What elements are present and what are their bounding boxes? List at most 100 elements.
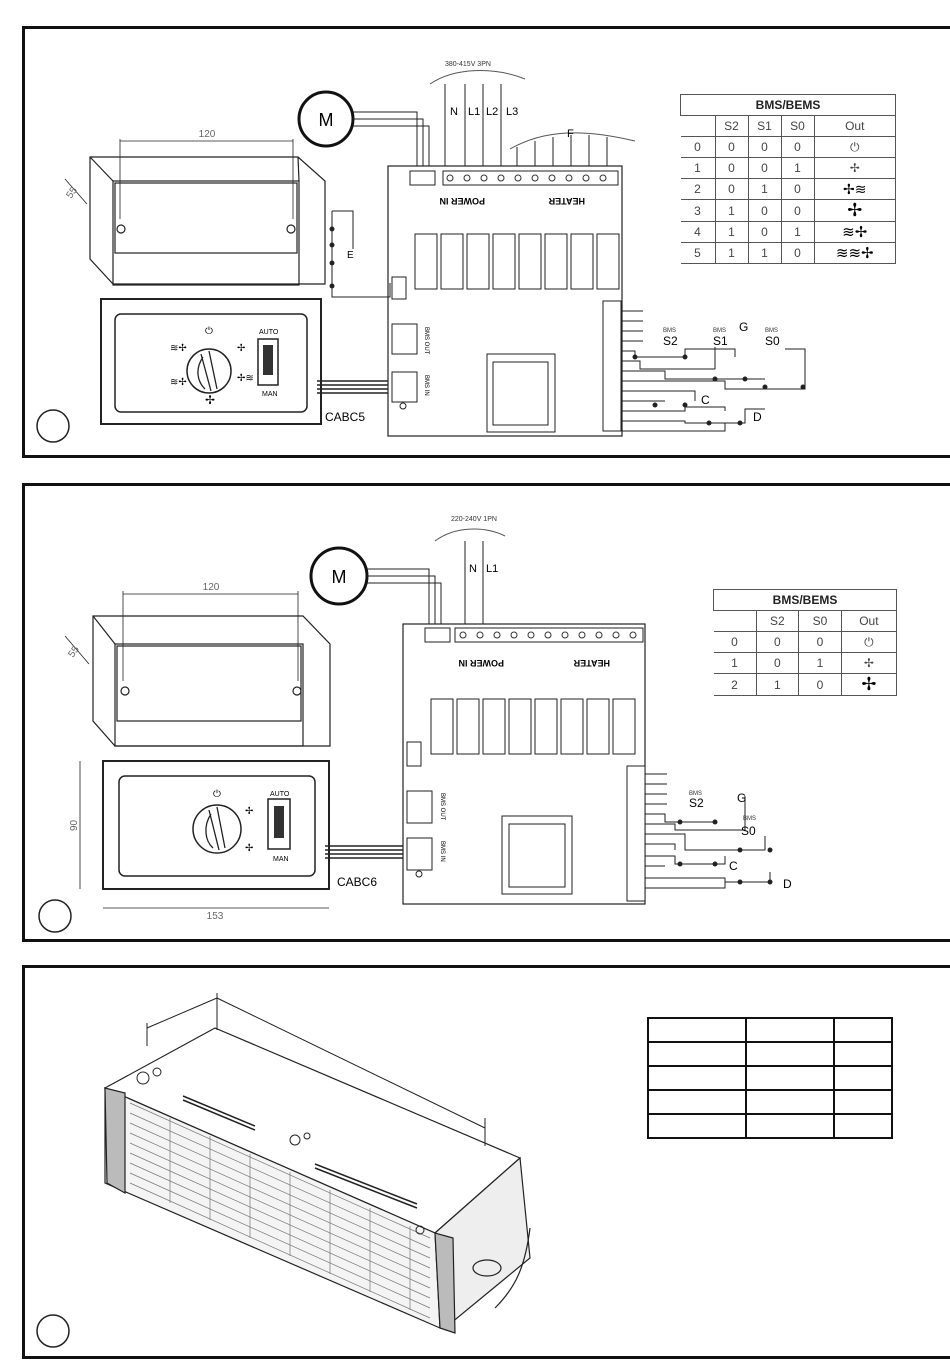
fan-large-icon: ✢ [205,393,215,407]
power-in-label: POWER IN [439,196,485,206]
wiring-diagram-3-phase: 120 55 ⏻ ≋✢ ≋✢ ✢ ✢≋ ✢ AUTO MAN CABC5 [36,61,806,443]
table-row [647,1041,893,1067]
bms-switch-group-g [621,310,806,432]
s2-small-label: BMS [663,328,676,334]
heat-fan-icon: ≋✢ [170,377,187,388]
height-dimension: 90 [69,819,80,831]
table-caption: BMS/BEMS [713,589,897,611]
fan-small-icon: ✢ [245,806,253,817]
power-icon: ⏻ [840,631,898,653]
supply-label: 220-240V 1PN [451,516,497,523]
header-s1: S1 [747,115,782,137]
fan-large-icon: ✢ [840,673,898,696]
label-e: E [347,250,354,261]
heater-unit-drawing [36,993,531,1348]
fan-small-icon: ✢ [237,343,245,354]
figure-marker [36,1314,70,1348]
power-icon: ⏻ [213,789,221,800]
heater-grille [129,1102,431,1319]
header-s2: S2 [755,610,800,632]
man-label: MAN [273,856,289,863]
figure-marker [36,409,70,443]
motor-label: M [332,567,347,587]
wiring-panel-3-phase: 120 55 ⏻ ≋✢ ≋✢ ✢ ✢≋ ✢ AUTO MAN CABC5 [22,26,950,458]
fan-large-icon: ✢ [245,843,253,854]
fan-heat-icon: ✢≋ [813,178,896,200]
bms-cable [325,845,413,859]
s0-small-label: BMS [765,328,778,334]
controller-faceplate: ⏻ ✢ ✢ AUTO MAN 90 153 CABC6 [38,760,377,933]
fan-heat-icon: ✢≋ [237,373,254,384]
bms-terminal-block [626,765,646,902]
switch-s2: S2 [689,796,704,810]
dimension-lines [146,993,486,1146]
s0-small-label: BMS [743,816,756,822]
top-holes [136,1067,425,1235]
controller-faceplate: ⏻ ≋✢ ≋✢ ✢ ✢≋ ✢ AUTO MAN CABC5 [36,298,365,443]
switch-s2: S2 [663,334,678,348]
s2-small-label: BMS [689,791,702,797]
dimensions-table [647,1017,893,1139]
label-g: G [739,320,748,334]
line-l2: L2 [486,106,498,118]
mode-dial[interactable] [186,348,232,394]
bms-in-label: BMS IN [423,375,429,396]
bms-out-label: BMS OUT [423,327,429,355]
line-l3: L3 [506,106,518,118]
wall-box-drawing [64,139,326,286]
motor: M [297,90,430,169]
switch-s1: S1 [713,334,728,348]
figure-marker [38,899,72,933]
header-out: Out [840,610,898,632]
bms-in-label: BMS IN [439,841,445,862]
depth-dimension: 55 [66,644,82,660]
control-board: POWER IN HEATER BMS OUT BMS IN [402,623,646,905]
label-d: D [783,877,792,891]
wiring-panel-1-phase: 120 55 ⏻ ✢ ✢ AUTO MAN 90 153 CABC6 [22,483,950,942]
line-n: N [469,563,477,575]
heater-label: HEATER [548,196,585,206]
header-s2: S2 [714,115,749,137]
motor: M [309,546,442,626]
wall-box-drawing [64,591,331,747]
table-caption: BMS/BEMS [680,94,896,116]
bms-in-port[interactable] [391,371,418,403]
heat-fan-icon: ≋✢ [170,343,187,354]
base-dimension: 153 [207,911,224,922]
mode-dial[interactable] [192,804,242,854]
table-row [647,1065,893,1091]
bms-terminal-block [602,300,622,432]
label-f: F [567,128,574,140]
contact-e [329,210,391,298]
table-row [647,1017,893,1043]
power-icon: ⏻ [813,136,896,158]
width-dimension: 120 [199,129,216,140]
table-row [647,1089,893,1115]
bms-in-port[interactable] [406,837,433,871]
control-board: POWER IN HEATER BMS OUT BMS IN [387,165,623,437]
supply-label: 380-415V 3PN [445,61,491,68]
label-d: D [753,410,762,424]
heater-unit [103,1027,531,1334]
width-dimension: 120 [203,582,220,593]
header-s0: S0 [798,610,842,632]
line-l1: L1 [468,106,480,118]
man-label: MAN [262,391,278,398]
auto-label: AUTO [259,329,279,336]
bms-out-port[interactable] [391,323,418,355]
top-vents [182,1095,418,1209]
header-index [680,115,715,137]
bms-out-port[interactable] [406,790,433,824]
fan-small-icon: ✢ [813,157,896,179]
bms-switch-group-g [645,773,773,889]
